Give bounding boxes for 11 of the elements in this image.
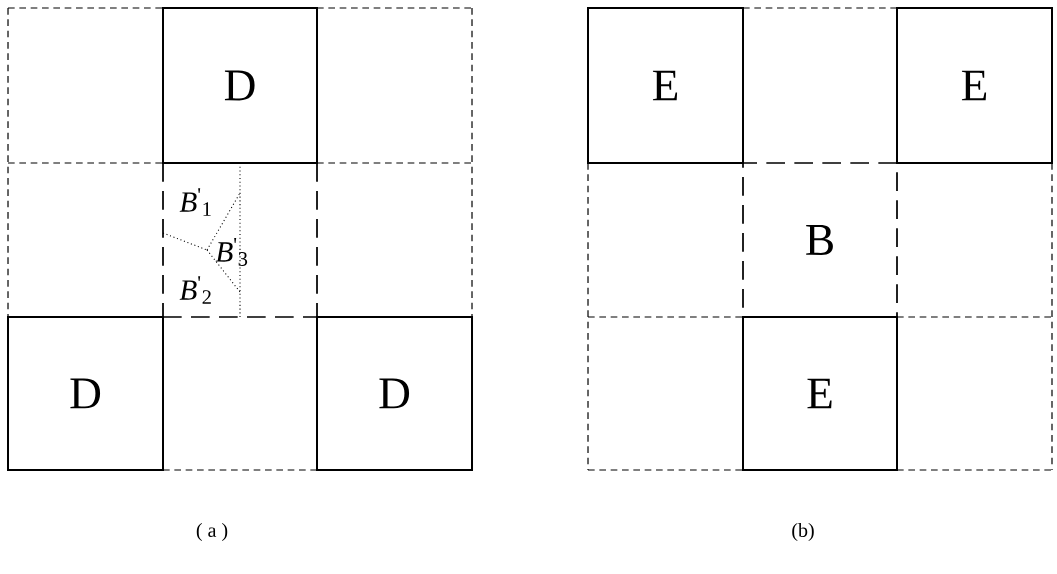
cell-box: E: [587, 7, 744, 164]
cell-box: D: [7, 316, 164, 471]
cell-box: D: [316, 316, 473, 471]
cell-box: E: [896, 7, 1053, 164]
cell-box: D: [162, 7, 318, 164]
panel-caption: ( a ): [196, 522, 228, 542]
region-label: B$^{'}$2: [179, 276, 211, 304]
cell-box: E: [742, 316, 898, 471]
cell-box: B: [742, 162, 898, 318]
region-label: B$^{'}$3: [215, 238, 248, 266]
panel-caption: (b): [792, 522, 814, 542]
